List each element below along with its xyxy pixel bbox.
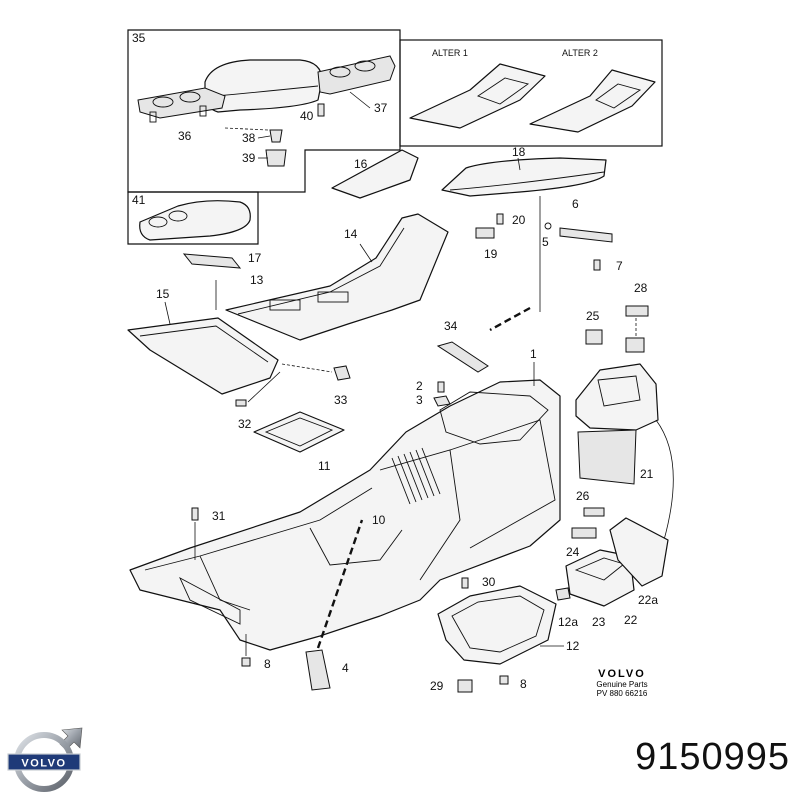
label-2: 2 bbox=[416, 379, 423, 393]
label-22a: 22a bbox=[638, 593, 658, 607]
label-25: 25 bbox=[586, 309, 600, 323]
label-36: 36 bbox=[178, 129, 192, 143]
label-23: 23 bbox=[592, 615, 606, 629]
label-37: 37 bbox=[374, 101, 388, 115]
label-22: 22 bbox=[624, 613, 638, 627]
ashtray-23 bbox=[565, 549, 635, 607]
label-7: 7 bbox=[616, 259, 623, 273]
label-41: 41 bbox=[132, 193, 146, 207]
label-8b: 8 bbox=[520, 677, 527, 691]
console-1 bbox=[129, 379, 561, 651]
label-11: 11 bbox=[318, 459, 331, 473]
label-1: 1 bbox=[530, 347, 537, 361]
alter-2-part bbox=[529, 69, 656, 133]
label-14: 14 bbox=[344, 227, 358, 241]
label-28: 28 bbox=[634, 281, 648, 295]
frame-11 bbox=[253, 411, 345, 453]
armrest-alt-41 bbox=[139, 200, 251, 241]
label-15: 15 bbox=[156, 287, 170, 301]
label-24: 24 bbox=[566, 545, 580, 559]
label-12: 12 bbox=[566, 639, 580, 653]
label-8: 8 bbox=[264, 657, 271, 671]
label-31: 31 bbox=[212, 509, 226, 523]
genuine-brand: VOLVO bbox=[598, 668, 646, 680]
hinge-6 bbox=[559, 227, 613, 243]
label-5: 5 bbox=[542, 235, 549, 249]
label-19: 19 bbox=[484, 247, 498, 261]
cover-22 bbox=[609, 517, 669, 587]
lid-18 bbox=[441, 157, 607, 197]
label-32: 32 bbox=[238, 417, 252, 431]
label-4: 4 bbox=[342, 661, 349, 675]
label-21: 21 bbox=[640, 467, 654, 481]
cover-34 bbox=[436, 341, 489, 373]
label-26: 26 bbox=[576, 489, 590, 503]
alter-1-label: ALTER 1 bbox=[432, 48, 468, 58]
label-3: 3 bbox=[416, 393, 423, 407]
genuine-line-1: Genuine Parts bbox=[596, 680, 648, 689]
cup-holder-right bbox=[317, 55, 396, 95]
flap-4 bbox=[305, 649, 331, 691]
bin-12 bbox=[437, 585, 557, 665]
label-18: 18 bbox=[512, 145, 526, 159]
label-34: 34 bbox=[444, 319, 458, 333]
label-39: 39 bbox=[242, 151, 256, 165]
console-vents bbox=[391, 447, 441, 505]
genuine-line-2: PV 880 66216 bbox=[596, 689, 648, 698]
label-16: 16 bbox=[354, 157, 368, 171]
label-6: 6 bbox=[572, 197, 579, 211]
label-30: 30 bbox=[482, 575, 496, 589]
genuine-parts-block: VOLVO Genuine Parts PV 880 66216 bbox=[582, 668, 662, 698]
label-38: 38 bbox=[242, 131, 256, 145]
label-13: 13 bbox=[250, 273, 264, 287]
tray-15 bbox=[127, 317, 279, 395]
insert-17 bbox=[182, 253, 242, 269]
ashtray-housing bbox=[575, 363, 659, 431]
label-33: 33 bbox=[334, 393, 348, 407]
volvo-logo-icon: VOLVO bbox=[7, 727, 83, 792]
svg-text:VOLVO: VOLVO bbox=[21, 758, 66, 770]
label-10: 10 bbox=[372, 513, 386, 527]
part-number: 9150995 bbox=[635, 736, 790, 778]
alternatives-box bbox=[399, 39, 663, 147]
inset-box-41 bbox=[127, 191, 259, 245]
label-35: 35 bbox=[132, 31, 146, 45]
label-20: 20 bbox=[512, 213, 526, 227]
label-29: 29 bbox=[430, 679, 444, 693]
cover-16 bbox=[331, 149, 419, 199]
panel-21 bbox=[577, 429, 637, 485]
alter-2-label: ALTER 2 bbox=[562, 48, 598, 58]
cup-holder-left-36 bbox=[137, 87, 226, 119]
label-17: 17 bbox=[248, 251, 262, 265]
label-40: 40 bbox=[300, 109, 314, 123]
label-12a: 12a bbox=[558, 615, 578, 629]
